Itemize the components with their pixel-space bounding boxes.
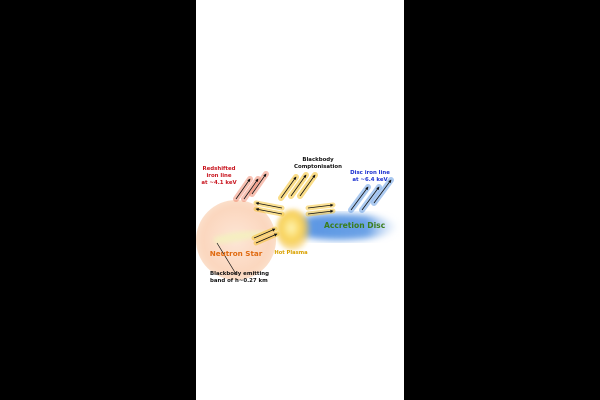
band-line-1: Blackbody emitting xyxy=(210,271,270,277)
band-line-2: band of h~0.27 km xyxy=(210,277,268,284)
comptonisation-line-1: Blackbody xyxy=(302,157,334,163)
comptonisation-label: Blackbody Comptonisation xyxy=(292,157,344,171)
neutron-star-label: Neutron Star xyxy=(209,249,263,258)
redshifted-line-1: Redshifted xyxy=(202,166,236,172)
disc-iron-line-2: at ~6.4 keV xyxy=(352,176,388,183)
redshifted-rays xyxy=(233,171,269,202)
hot-plasma-label: Hot Plasma xyxy=(274,250,308,256)
redshifted-line-2: iron line xyxy=(206,172,232,179)
accretion-disc xyxy=(284,214,396,240)
plasma-to-star-arrows xyxy=(251,200,285,246)
disc-iron-rays xyxy=(348,177,394,213)
accretion-disc-label: Accretion Disc xyxy=(324,221,386,230)
comptonisation-rays xyxy=(278,172,318,201)
redshifted-line-3: at ~4.1 keV xyxy=(201,179,237,186)
diagram-svg xyxy=(196,171,396,280)
band-label: Blackbody emitting band of h~0.27 km xyxy=(210,271,270,285)
disc-iron-line-1: Disc iron line xyxy=(350,170,390,176)
redshifted-label: Redshifted iron line at ~4.1 keV xyxy=(200,166,238,186)
plasma-to-disc-arrows xyxy=(305,202,336,217)
band-pointer-line xyxy=(216,242,237,275)
comptonisation-line-2: Comptonisation xyxy=(294,163,342,170)
disc-iron-label: Disc iron line at ~6.4 keV xyxy=(346,170,394,184)
hot-plasma xyxy=(276,209,310,251)
diagram-panel: Redshifted iron line at ~4.1 keV Blackbo… xyxy=(196,0,404,400)
